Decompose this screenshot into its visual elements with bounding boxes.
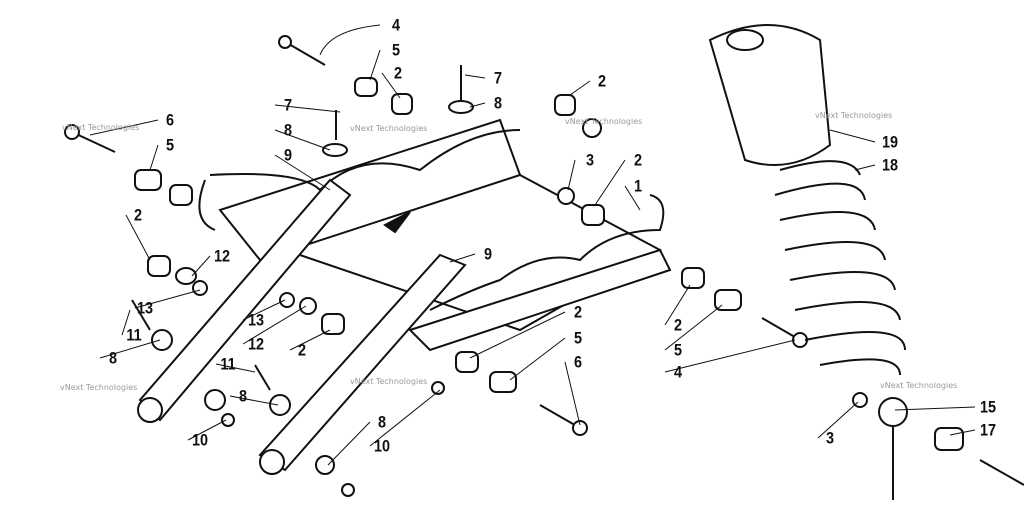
callout-number: 7 <box>493 68 503 88</box>
callout-number: 2 <box>597 71 607 91</box>
bushings-and-bolts <box>64 35 808 497</box>
callout-number: 6 <box>165 110 175 130</box>
callout-number: 7 <box>283 95 293 115</box>
callout-number: 4 <box>673 362 683 382</box>
callout-number: 10 <box>373 436 391 456</box>
callout-number: 13 <box>247 310 265 330</box>
callout-number: 15 <box>979 397 997 417</box>
callout-number: 11 <box>126 325 142 345</box>
watermark-text: vNext Technologies <box>880 381 958 390</box>
callout-number: 2 <box>393 63 403 83</box>
watermark-text: vNext Technologies <box>62 123 140 132</box>
callout-number: 3 <box>825 428 835 448</box>
watermark-text: vNext Technologies <box>60 383 138 392</box>
callout-number: 5 <box>673 340 683 360</box>
watermark-text: vNext Technologies <box>350 124 428 133</box>
callout-number: 11 <box>220 354 236 374</box>
callout-number: 1 <box>633 176 643 196</box>
watermark-text: vNext Technologies <box>565 117 643 126</box>
callout-number: 6 <box>573 352 583 372</box>
shock-assembly <box>708 24 1024 500</box>
callout-number: 18 <box>881 155 899 175</box>
leader-lines <box>89 24 976 466</box>
callout-number: 2 <box>673 315 683 335</box>
callout-number: 19 <box>881 132 899 152</box>
callout-number: 12 <box>213 246 231 266</box>
callout-number: 2 <box>573 302 583 322</box>
callout-number: 9 <box>483 244 493 264</box>
callout-number: 8 <box>377 412 387 432</box>
callout-number: 13 <box>136 298 154 318</box>
callout-number: 10 <box>191 430 209 450</box>
callout-number: 9 <box>283 145 293 165</box>
callout-number: 2 <box>633 150 643 170</box>
callout-number: 5 <box>165 135 175 155</box>
swing-arm-frame <box>198 118 672 352</box>
direction-arrow-icon <box>383 211 411 234</box>
callout-number: 2 <box>133 205 143 225</box>
callout-number: 8 <box>493 93 503 113</box>
callout-number: 8 <box>108 348 118 368</box>
callout-number: 2 <box>297 340 307 360</box>
watermark-text: vNext Technologies <box>815 111 893 120</box>
callout-number: 4 <box>391 15 401 35</box>
callout-number: 8 <box>283 120 293 140</box>
watermark-text: vNext Technologies <box>350 377 428 386</box>
callout-number: 3 <box>585 150 595 170</box>
callout-number: 5 <box>391 40 401 60</box>
callout-number: 8 <box>238 386 248 406</box>
torque-arms <box>137 178 467 475</box>
callout-number: 17 <box>979 420 997 440</box>
callout-number: 12 <box>247 334 265 354</box>
callout-number: 5 <box>573 328 583 348</box>
